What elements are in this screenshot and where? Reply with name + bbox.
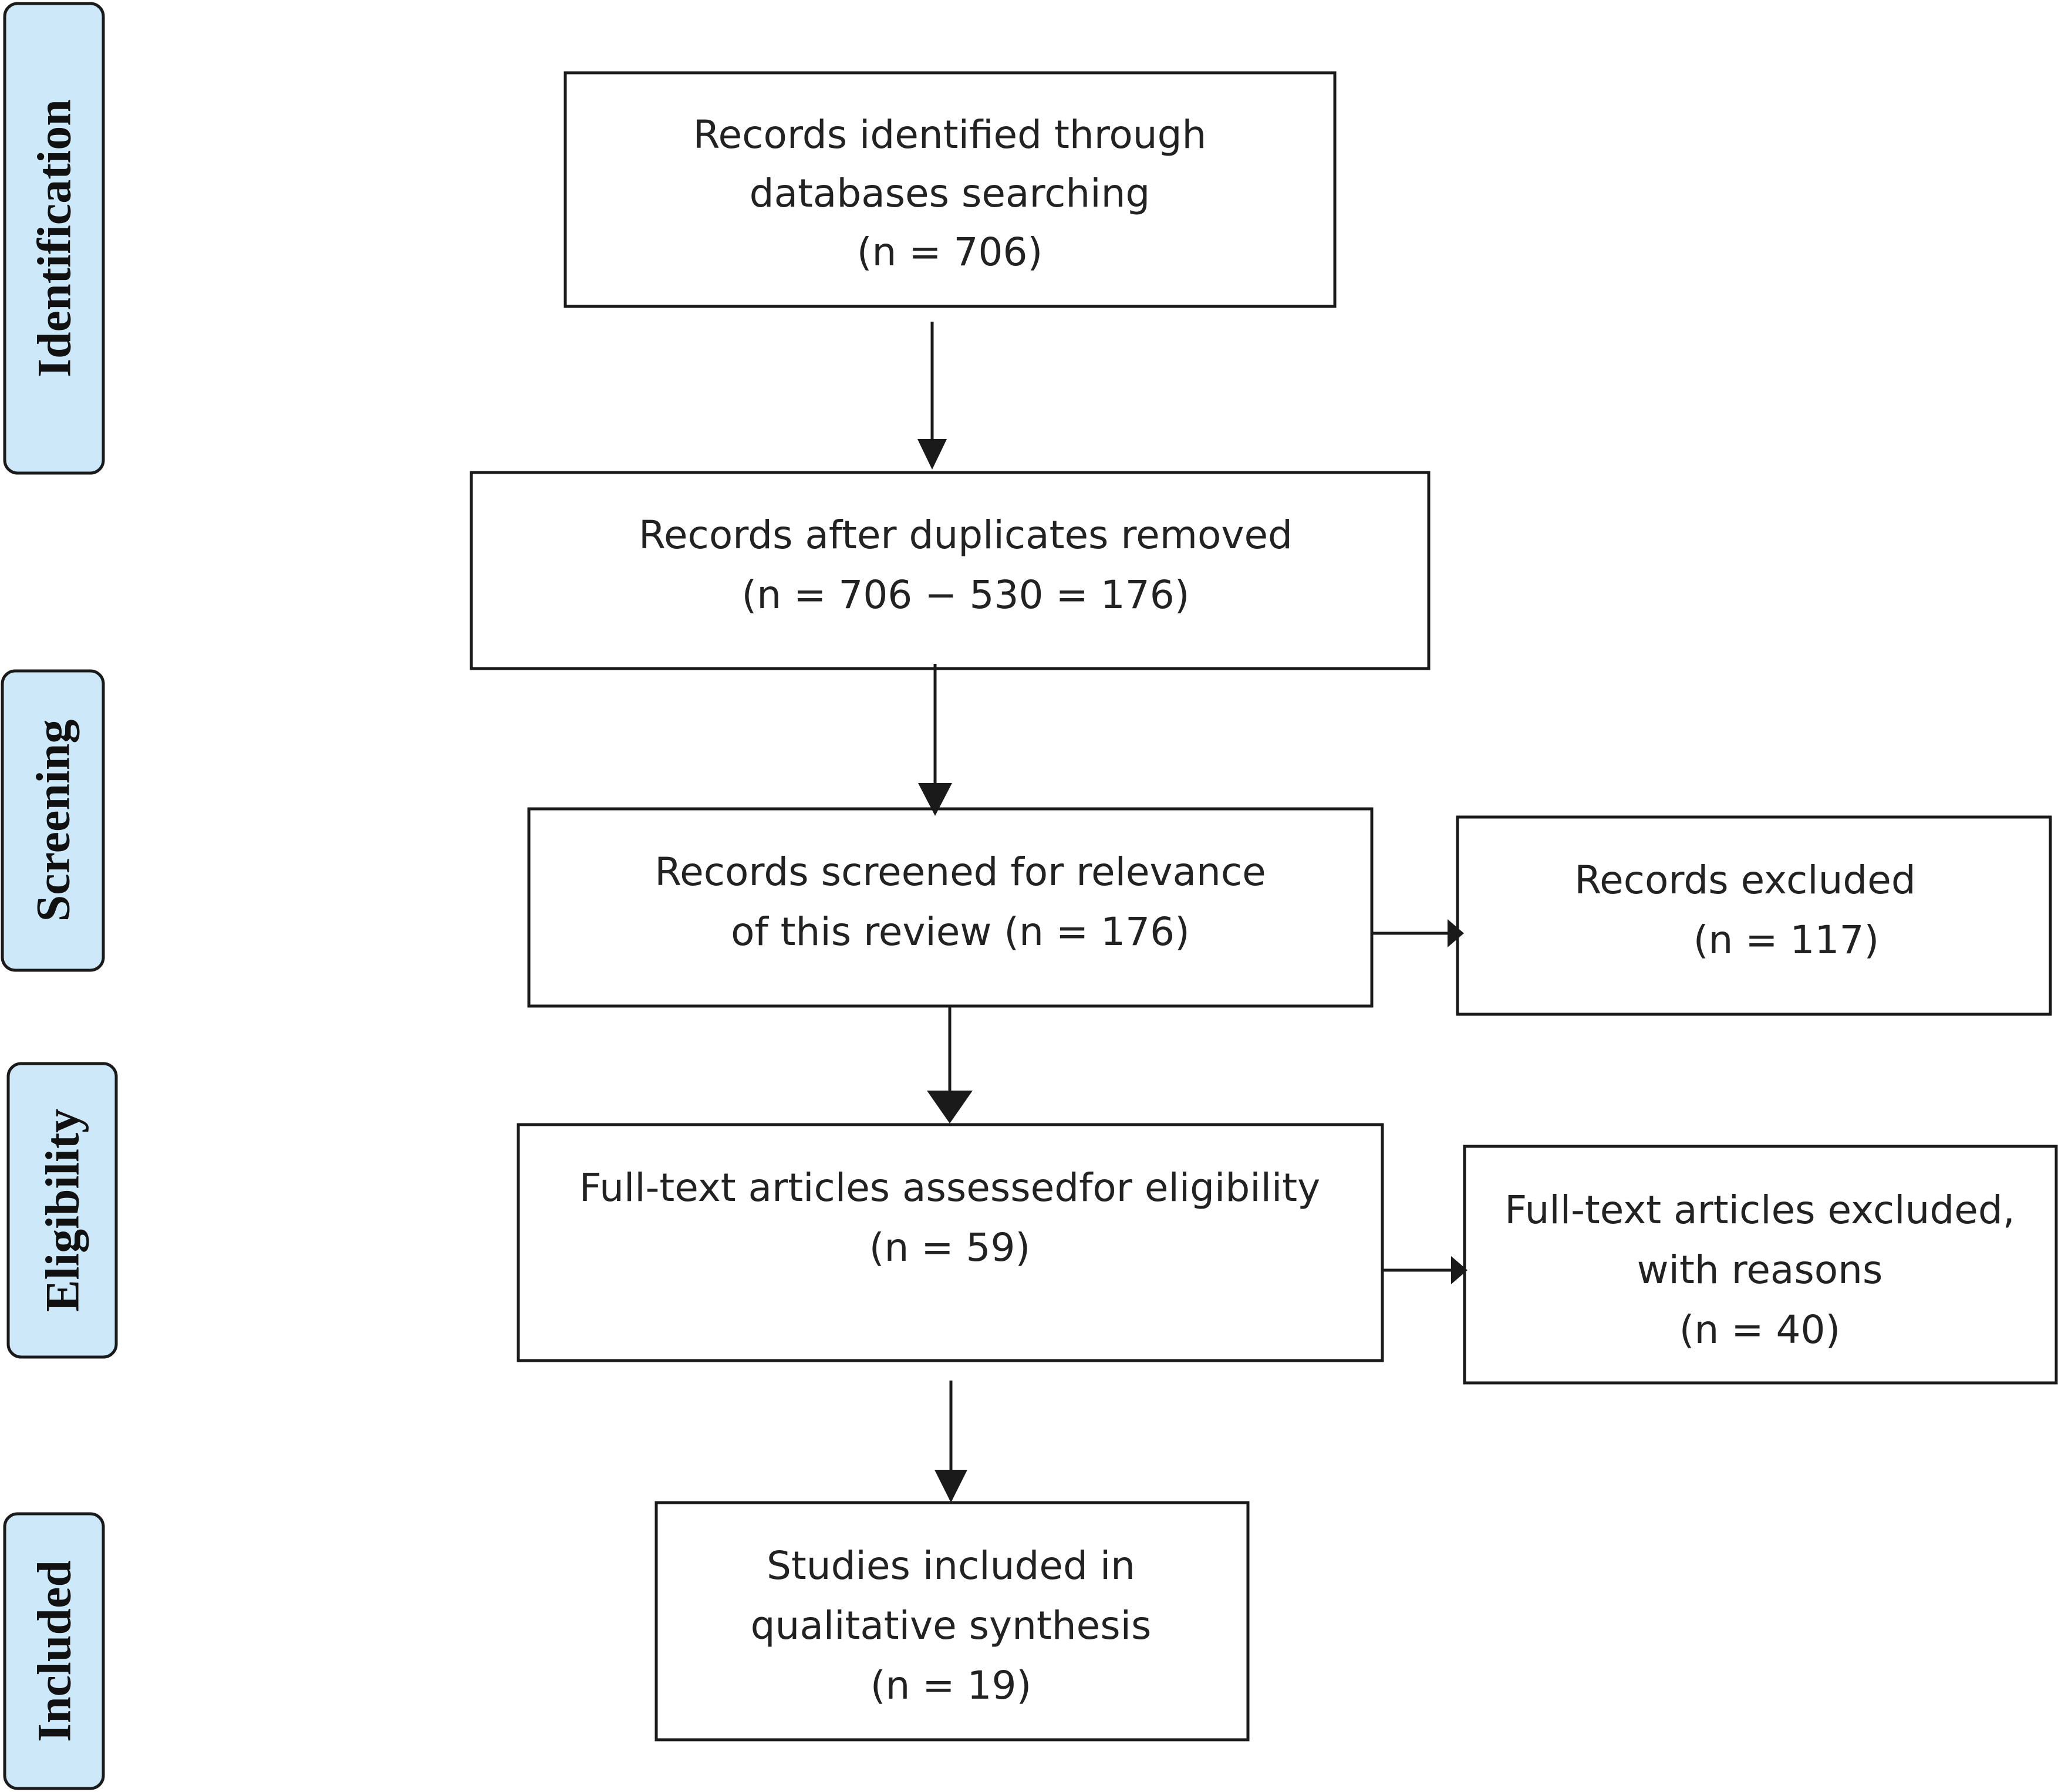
box-line: qualitative synthesis [751,1603,1152,1648]
box-line: (n = 19) [871,1663,1032,1708]
box-line: Records after duplicates removed [639,512,1293,558]
box-line: (n = 59) [869,1225,1031,1270]
arrow-fulltext-to-included [934,1381,967,1503]
box-line: Full-text articles excluded, [1504,1187,2015,1233]
arrow-fulltext-to-excluded [1382,1256,1467,1284]
stage-label-screening: Screening [26,720,80,922]
box-line: (n = 706) [857,230,1043,275]
stage-tab-included: Included [3,1512,105,1790]
stage-label-eligibility: Eligibility [36,1109,89,1312]
stage-label-included: Included [28,1560,81,1742]
box-records-screened: Records screened for relevance of this r… [527,807,1374,1008]
arrow-screened-to-excluded [1372,919,1464,947]
stage-tab-eligibility: Eligibility [6,1062,118,1359]
box-line: (n = 706 − 530 = 176) [741,572,1189,617]
box-line: (n = 40) [1679,1307,1841,1352]
box-studies-included: Studies included in qualitative synthesi… [654,1501,1250,1742]
box-line: (n = 117) [1693,917,1880,963]
box-fulltext-excluded: Full-text articles excluded, with reason… [1463,1145,2058,1385]
arrow-identified-to-duplicates [917,322,947,470]
box-line: Full-text articles assessedfor eligibili… [579,1165,1320,1210]
box-line: databases searching [750,171,1151,216]
box-records-identified: Records identified through databases sea… [564,71,1337,308]
stage-tab-identification: Identification [3,2,105,475]
box-line: Records excluded [1574,858,1916,903]
stage-label-identification: Identification [28,99,81,377]
box-line: of this review (n = 176) [731,909,1190,954]
box-line: Studies included in [767,1543,1135,1588]
box-line: Records identified through [693,112,1207,157]
box-fulltext-assessed: Full-text articles assessedfor eligibili… [517,1123,1384,1362]
box-records-excluded: Records excluded (n = 117) [1456,815,2052,1016]
box-line: Records screened for relevance [654,849,1266,895]
stage-tab-screening: Screening [1,669,105,972]
arrow-screened-to-fulltext [927,1006,973,1123]
box-line: with reasons [1637,1247,1883,1292]
arrow-duplicates-to-screened [918,664,952,816]
box-after-duplicates: Records after duplicates removed (n = 70… [470,471,1431,670]
